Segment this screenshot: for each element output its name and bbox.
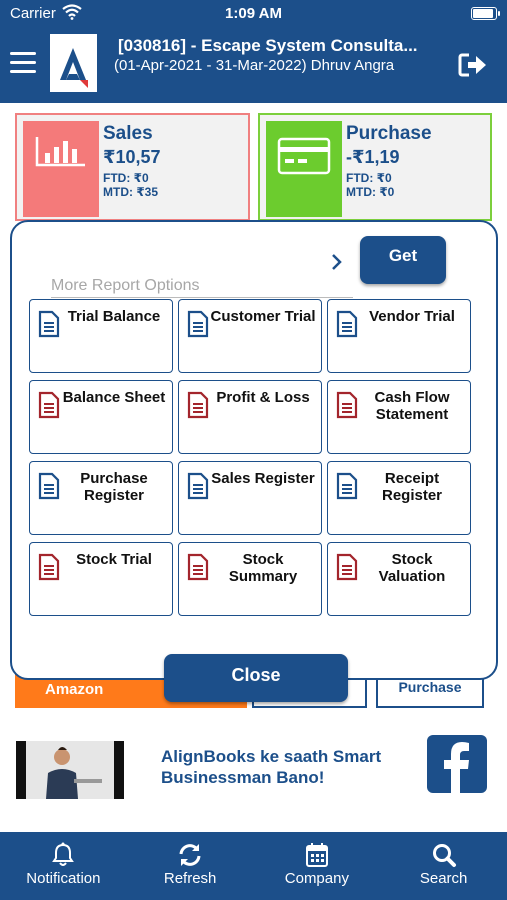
banner-image[interactable] (16, 741, 124, 799)
purchase-mtd: MTD: ₹0 (346, 185, 395, 199)
sales-ftd: FTD: ₹0 (103, 171, 149, 185)
red-document-icon (187, 553, 209, 581)
credit-card-icon (266, 121, 342, 217)
report-label: Sales Register (211, 470, 315, 487)
report-label: Purchase Register (80, 470, 148, 504)
report-label: Profit & Loss (216, 389, 310, 406)
blue-document-icon (187, 472, 209, 500)
sales-amount: ₹10,57 (103, 147, 161, 167)
banner-text: AlignBooks ke saath Smart Businessman Ba… (161, 747, 382, 787)
red-document-icon (336, 553, 358, 581)
bell-icon (52, 842, 75, 866)
more-report-options-input[interactable] (51, 274, 353, 298)
blue-document-icon (38, 310, 60, 338)
purchase-title: Purchase (346, 123, 432, 144)
nav-refresh-label: Refresh (163, 870, 217, 887)
purchase-ftd: FTD: ₹0 (346, 171, 392, 185)
report-cash-flow[interactable]: Cash Flow Statement (327, 380, 471, 454)
status-time: 1:09 AM (225, 5, 282, 22)
search-icon (432, 844, 456, 867)
purchase-card[interactable]: Purchase -₹1,19 FTD: ₹0 MTD: ₹0 (258, 113, 492, 221)
sales-title: Sales (103, 123, 153, 144)
status-bar: Carrier 1:09 AM (0, 0, 507, 28)
report-label: Receipt Register (381, 470, 443, 504)
nav-notification[interactable]: Notification (0, 832, 127, 900)
report-label: Vendor Trial (369, 308, 455, 325)
report-label: Balance Sheet (62, 389, 166, 406)
red-document-icon (187, 391, 209, 419)
report-sales-register[interactable]: Sales Register (178, 461, 322, 535)
calendar-icon (305, 843, 328, 867)
report-label: Stock Summary (228, 551, 298, 585)
nav-company-label: Company (284, 870, 349, 887)
refresh-icon (179, 844, 201, 866)
red-document-icon (38, 391, 60, 419)
nav-notification-label: Notification (26, 870, 101, 887)
get-button[interactable]: Get (360, 236, 446, 284)
amazon-label: Amazon (45, 681, 104, 698)
sales-mtd: MTD: ₹35 (103, 185, 159, 199)
report-stock-summary[interactable]: Stock Summary (178, 542, 322, 616)
blue-document-icon (38, 472, 60, 500)
menu-icon[interactable] (10, 52, 36, 76)
nav-search[interactable]: Search (380, 832, 507, 900)
report-receipt-register[interactable]: Receipt Register (327, 461, 471, 535)
report-profit-loss[interactable]: Profit & Loss (178, 380, 322, 454)
report-stock-trial[interactable]: Stock Trial (29, 542, 173, 616)
red-document-icon (336, 391, 358, 419)
carrier-label: Carrier (10, 5, 56, 22)
logout-icon[interactable] (458, 52, 488, 78)
report-label: Trial Balance (67, 308, 161, 325)
report-stock-valuation[interactable]: Stock Valuation (327, 542, 471, 616)
report-label: Customer Trial (210, 308, 316, 325)
report-label: Stock Trial (76, 551, 152, 568)
alignbooks-logo (50, 34, 97, 92)
nav-search-label: Search (419, 870, 468, 887)
report-label: Cash Flow Statement (374, 389, 450, 423)
battery-icon (471, 7, 500, 20)
app-header: [030816] - Escape System Consulta... (01… (0, 28, 507, 103)
sales-card[interactable]: Sales ₹10,57 FTD: ₹0 MTD: ₹35 (15, 113, 250, 221)
facebook-icon[interactable] (427, 735, 487, 793)
blue-document-icon (336, 310, 358, 338)
report-options-modal: Get Trial Balance Customer Trial Vendor … (10, 220, 498, 702)
report-trial-balance[interactable]: Trial Balance (29, 299, 173, 373)
report-purchase-register[interactable]: Purchase Register (29, 461, 173, 535)
purchase-amount: -₹1,19 (346, 147, 400, 167)
wifi-icon (62, 4, 82, 20)
blue-document-icon (336, 472, 358, 500)
close-button[interactable]: Close (164, 654, 348, 702)
chevron-right-icon[interactable] (330, 252, 344, 272)
report-balance-sheet[interactable]: Balance Sheet (29, 380, 173, 454)
bottom-navigation: Notification Refresh Company Search (0, 832, 507, 900)
report-vendor-trial[interactable]: Vendor Trial (327, 299, 471, 373)
red-document-icon (38, 553, 60, 581)
period-user-subtitle: (01-Apr-2021 - 31-Mar-2022) Dhruv Angra (114, 57, 395, 74)
report-customer-trial[interactable]: Customer Trial (178, 299, 322, 373)
nav-company[interactable]: Company (254, 832, 381, 900)
company-title: [030816] - Escape System Consulta... (118, 36, 418, 55)
nav-refresh[interactable]: Refresh (127, 832, 254, 900)
report-label: Stock Valuation (378, 551, 446, 585)
bar-chart-icon (23, 121, 99, 217)
blue-document-icon (187, 310, 209, 338)
